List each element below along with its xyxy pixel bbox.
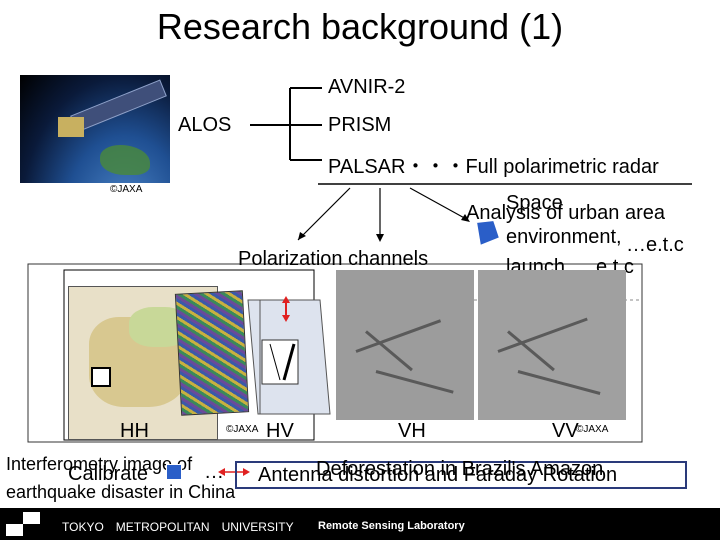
channel-label-vv: VV: [552, 420, 579, 442]
vv-channel-image: [478, 270, 626, 420]
calibrate-blue-square-icon: [166, 464, 182, 480]
footer-university: TOKYO METROPOLITAN UNIVERSITY: [62, 520, 294, 534]
polarization-channels-label: Polarization channels: [238, 248, 429, 270]
calibrate-dots: …: [204, 461, 224, 483]
university-logo: [6, 512, 40, 536]
jaxa-copyright-hv: ©JAXA: [226, 424, 259, 435]
alos-satellite-image: [20, 75, 170, 183]
interferometry-caption-line1: Interferometry image of: [6, 454, 193, 474]
calibrate-label: Calibrate: [68, 463, 149, 485]
footer-bar: TOKYO METROPOLITAN UNIVERSITY Remote Sen…: [0, 508, 720, 540]
interferometry-caption-line2: earthquake disaster in China: [6, 482, 236, 502]
tree-child-prism: PRISM: [328, 114, 392, 136]
antenna-distortion-caption: Antenna distortion and Faraday Rotation: [258, 464, 618, 486]
interferometry-image: [174, 290, 250, 416]
slide-title: Research background (1): [156, 6, 564, 47]
blue-diamond-icon: [474, 218, 502, 248]
tree-child-avnir2: AVNIR-2: [328, 76, 406, 98]
tree-child-palsar: PALSAR・・・Full polarimetric radar: [328, 156, 659, 178]
vh-channel-image: [336, 270, 474, 420]
deforestation-caption: Deforestation in Brazil's Amazon: [316, 458, 604, 480]
jaxa-copyright-vv: ©JAXA: [576, 424, 609, 435]
channel-label-vh: VH: [398, 420, 426, 442]
channel-label-hh: HH: [120, 420, 149, 442]
space-line1: Space: [506, 192, 563, 214]
jaxa-copyright-satellite: ©JAXA: [110, 184, 143, 195]
tree-root-alos: ALOS: [178, 114, 232, 136]
channel-label-hv: HV: [266, 420, 294, 442]
footer-lab: Remote Sensing Laboratory: [318, 520, 465, 532]
space-line2: environment,: [506, 226, 622, 248]
analysis-urban-area: Analysis of urban area: [466, 202, 666, 224]
analysis-etc: …e.t.c: [626, 234, 684, 256]
